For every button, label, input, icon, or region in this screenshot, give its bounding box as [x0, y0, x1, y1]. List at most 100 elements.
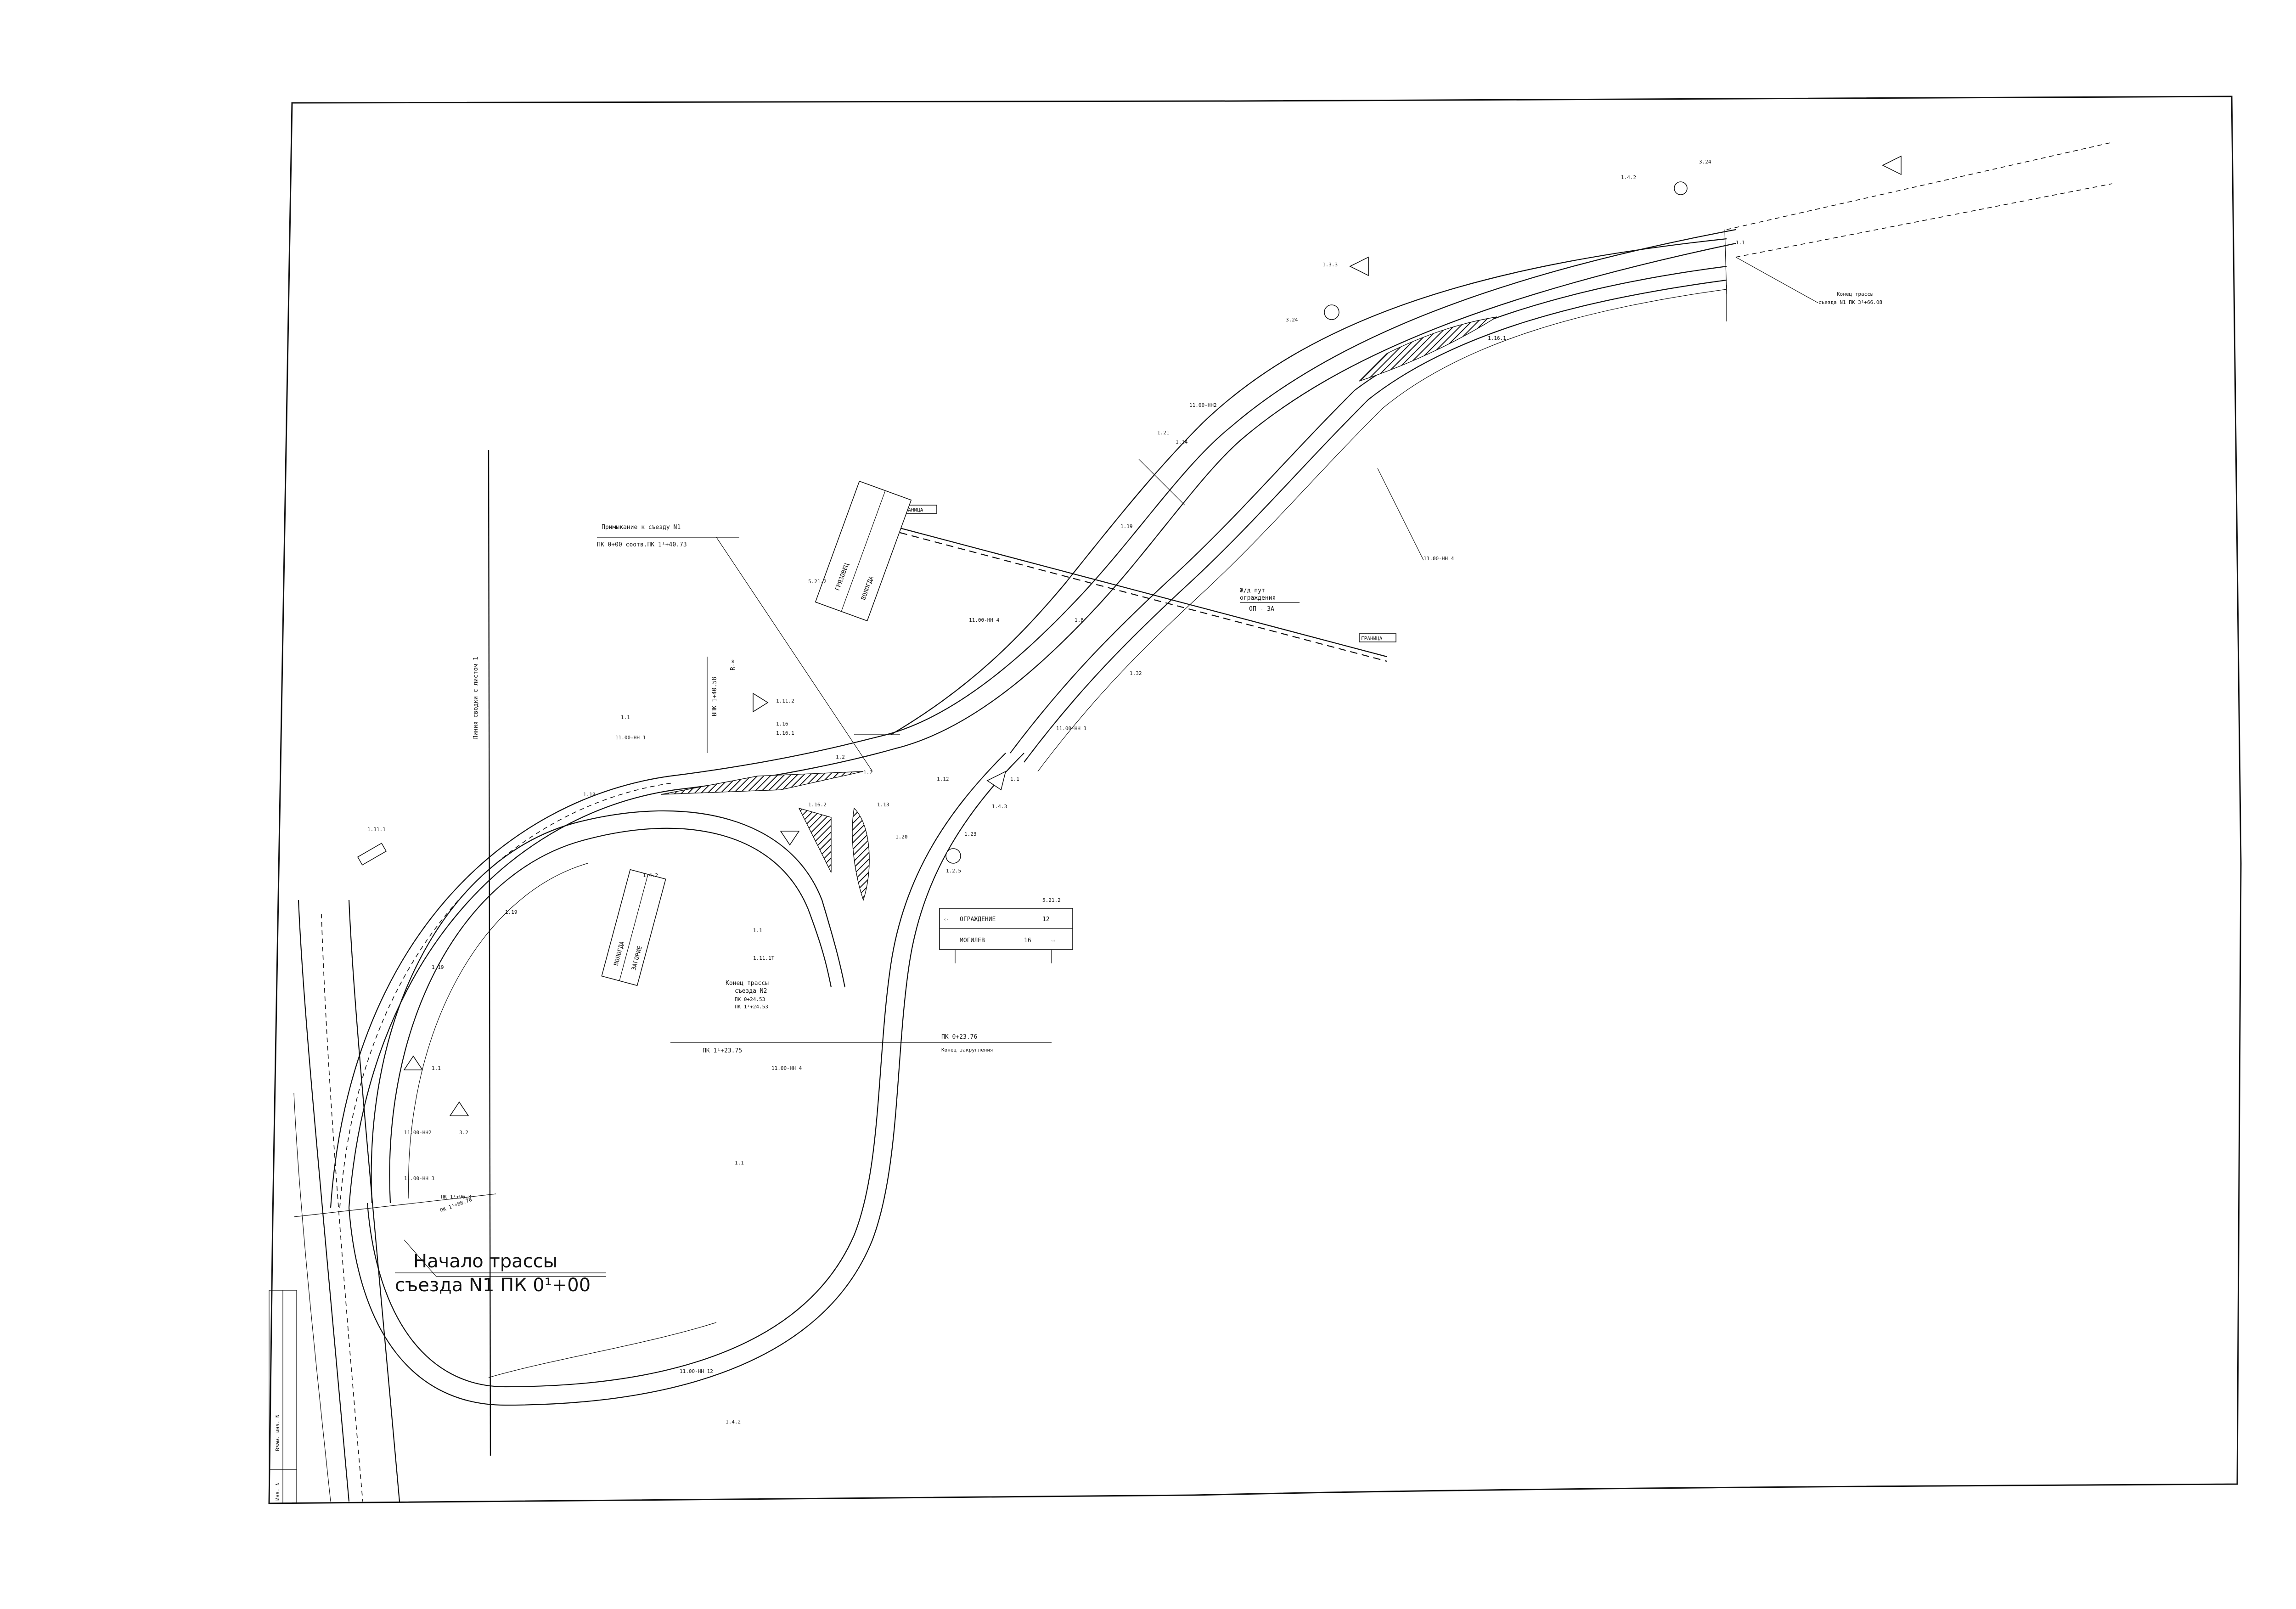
station-lines — [293, 257, 1819, 1277]
sign-521-top: 5.21.2 — [808, 579, 827, 585]
marking-label: 1.16.1 — [1488, 335, 1506, 341]
sign-label: 1.23 — [964, 831, 977, 837]
end-exit-2: съезда N1 ПК 3¹+66.08 — [1818, 299, 1882, 305]
marking-label: 1.19 — [432, 964, 444, 970]
marking-label: 1.12 — [937, 776, 949, 782]
gore-hatch-3 — [798, 807, 832, 873]
marking-label: 1.8 — [1075, 617, 1084, 623]
marking-label: 11.00-НН2 — [1189, 402, 1217, 408]
sign-label: 3.24 — [1699, 159, 1711, 165]
marking-label: 1.14 — [1176, 439, 1188, 445]
marking-label: 11.00-НН 4 — [969, 617, 1000, 623]
marking-label: 1.18 — [583, 792, 596, 798]
vpk-label: ВПК 1+40.58 — [711, 677, 718, 716]
marking-label: 1.16 — [776, 721, 788, 727]
small-signs: 1.1 1.2 1.3.3 3.24 1.2.5 3.24 1.4.2 1.1 1… — [357, 155, 1902, 1425]
sign-label: 1.4.2 — [643, 872, 658, 878]
board-bottom-row1: ОГРАЖДЕНИЕ — [960, 916, 996, 923]
end-route-3: ПК 0+24.53 — [735, 996, 765, 1002]
sign-label: 1.4.3 — [992, 804, 1007, 810]
marking-label: 1.1 — [735, 1160, 744, 1166]
warning-triangle-icon — [449, 1101, 469, 1116]
marking-label: 11.00-НН2 — [404, 1130, 432, 1136]
sign-label: 1.32 — [1130, 670, 1142, 676]
sign-board-top: ГРЯЗОВЕЦ ВОЛОГДА — [815, 480, 912, 622]
sign-label: 1.2.5 — [946, 868, 961, 874]
sign-label: 1.3.3 — [1322, 262, 1338, 268]
end-route-1: Конец трассы — [726, 980, 769, 987]
inner-loop — [371, 810, 846, 1204]
marking-label: 11.00-НН 3 — [404, 1176, 434, 1181]
rail-label-2: ограждения — [1240, 595, 1276, 602]
direction-arrow-icon — [986, 771, 1007, 791]
warning-triangle-icon — [753, 692, 769, 713]
sign-label: 1.1 — [1010, 776, 1019, 782]
rail-label-1: Ж/д пут — [1240, 587, 1265, 594]
marking-label: 1.13 — [877, 802, 889, 808]
gore-hatch-1 — [661, 771, 864, 795]
rail-label-3: ОП - 3А — [1249, 606, 1274, 613]
marking-label: 1.19 — [505, 909, 518, 915]
sign-board-left: ВОЛОГДА ЗАГОРИЕ — [601, 869, 666, 986]
pk-right-sub: Конец закругления — [941, 1047, 993, 1053]
board-bottom-row2-num: 16 — [1024, 937, 1031, 944]
end-exit-1: Конец трассы — [1837, 291, 1874, 297]
warning-triangle-icon — [1349, 256, 1369, 276]
pk-right: ПК 0+23.76 — [941, 1034, 977, 1041]
board-bottom-row1-num: 12 — [1042, 916, 1050, 923]
marking-labels: 11.00-НН 1 11.00-НН 1 11.00-НН2 11.00-НН… — [404, 240, 1745, 1374]
sign-plate-icon — [357, 843, 387, 866]
junction-label-2: ПК 0+00 соотв.ПК 1¹+40.73 — [597, 541, 687, 548]
end-route-4: ПК 1¹+24.53 — [735, 1004, 768, 1010]
marking-label: 1.11.1Т — [753, 955, 775, 961]
start-title-line2: съезда N1 ПК 0¹+00 — [395, 1275, 591, 1296]
gore-hatch-2 — [1359, 316, 1497, 382]
exit-ramp — [890, 142, 2113, 772]
marking-label: 1.16.1 — [776, 730, 794, 736]
board-bottom-row2: МОГИЛЕВ — [960, 937, 985, 944]
gore-hatch-4 — [852, 807, 870, 901]
marking-label: 1.1 — [621, 714, 630, 720]
marking-label: 11.00-НН 1 — [615, 735, 646, 741]
round-sign-icon — [1674, 181, 1688, 195]
marking-label: 1.16.2 — [808, 802, 827, 808]
marking-label: 11.00-НН 12 — [680, 1368, 713, 1374]
marking-label: 1.19 — [1120, 523, 1133, 529]
link-line-label: Линия сводки с листом 1 — [473, 657, 479, 739]
direction-arrow-icon — [403, 1055, 423, 1070]
marking-label: 1.20 — [895, 834, 908, 840]
direction-arrow-icon — [1882, 155, 1902, 175]
round-sign-icon — [945, 848, 961, 864]
sign-label: 1.1 — [432, 1065, 441, 1071]
marking-label: 1.2 — [836, 754, 845, 760]
marking-label: 11.00-НН 4 — [771, 1065, 802, 1071]
stamp-text-2: Взам. инв. N — [275, 1415, 281, 1451]
marking-label: 1.21 — [1157, 430, 1170, 436]
sign-board-bottom: ⇦ ОГРАЖДЕНИЕ 12 МОГИЛЕВ 16 ⇨ — [939, 908, 1073, 963]
marking-label: 1.7 — [863, 770, 872, 776]
sign-label: 1.4.2 — [1621, 174, 1636, 180]
end-route-2: съезда N2 — [735, 988, 767, 995]
railway-crossing: ГРАНИЦА ГРАНИЦА Ж/д пут ограждения ОП - … — [900, 505, 1396, 662]
marking-label: 1.1 — [753, 928, 762, 934]
loop-ramp — [330, 229, 1736, 1406]
warning-triangle-icon — [780, 831, 800, 846]
start-title-line1: Начало трассы — [413, 1251, 557, 1272]
link-line — [488, 450, 491, 1456]
junction-label-1: Примыкание к съезду N1 — [602, 524, 681, 531]
marking-label: 1.1 — [1736, 240, 1745, 246]
sign-521-bottom: 5.21.2 — [1042, 897, 1061, 903]
sign-label: 1.4.2 — [726, 1419, 741, 1425]
sign-label: 3.2 — [459, 1130, 468, 1136]
pk-left: ПК 1¹+23.75 — [703, 1047, 742, 1054]
rail-tag-right: ГРАНИЦА — [1361, 636, 1383, 641]
sign-label: 3.24 — [1286, 317, 1298, 323]
round-sign-icon — [1324, 304, 1339, 320]
marking-label: 11.00-НН 1 — [1056, 726, 1086, 731]
stamp-column: Взам. инв. N Инв. N — [269, 1290, 297, 1504]
stamp-text-1: Инв. N — [275, 1482, 281, 1501]
pk-vert: ПК 1¹+96.3 — [441, 1194, 471, 1200]
sign-label: 1.31.1 — [367, 827, 386, 833]
sheet-border — [268, 96, 2242, 1504]
